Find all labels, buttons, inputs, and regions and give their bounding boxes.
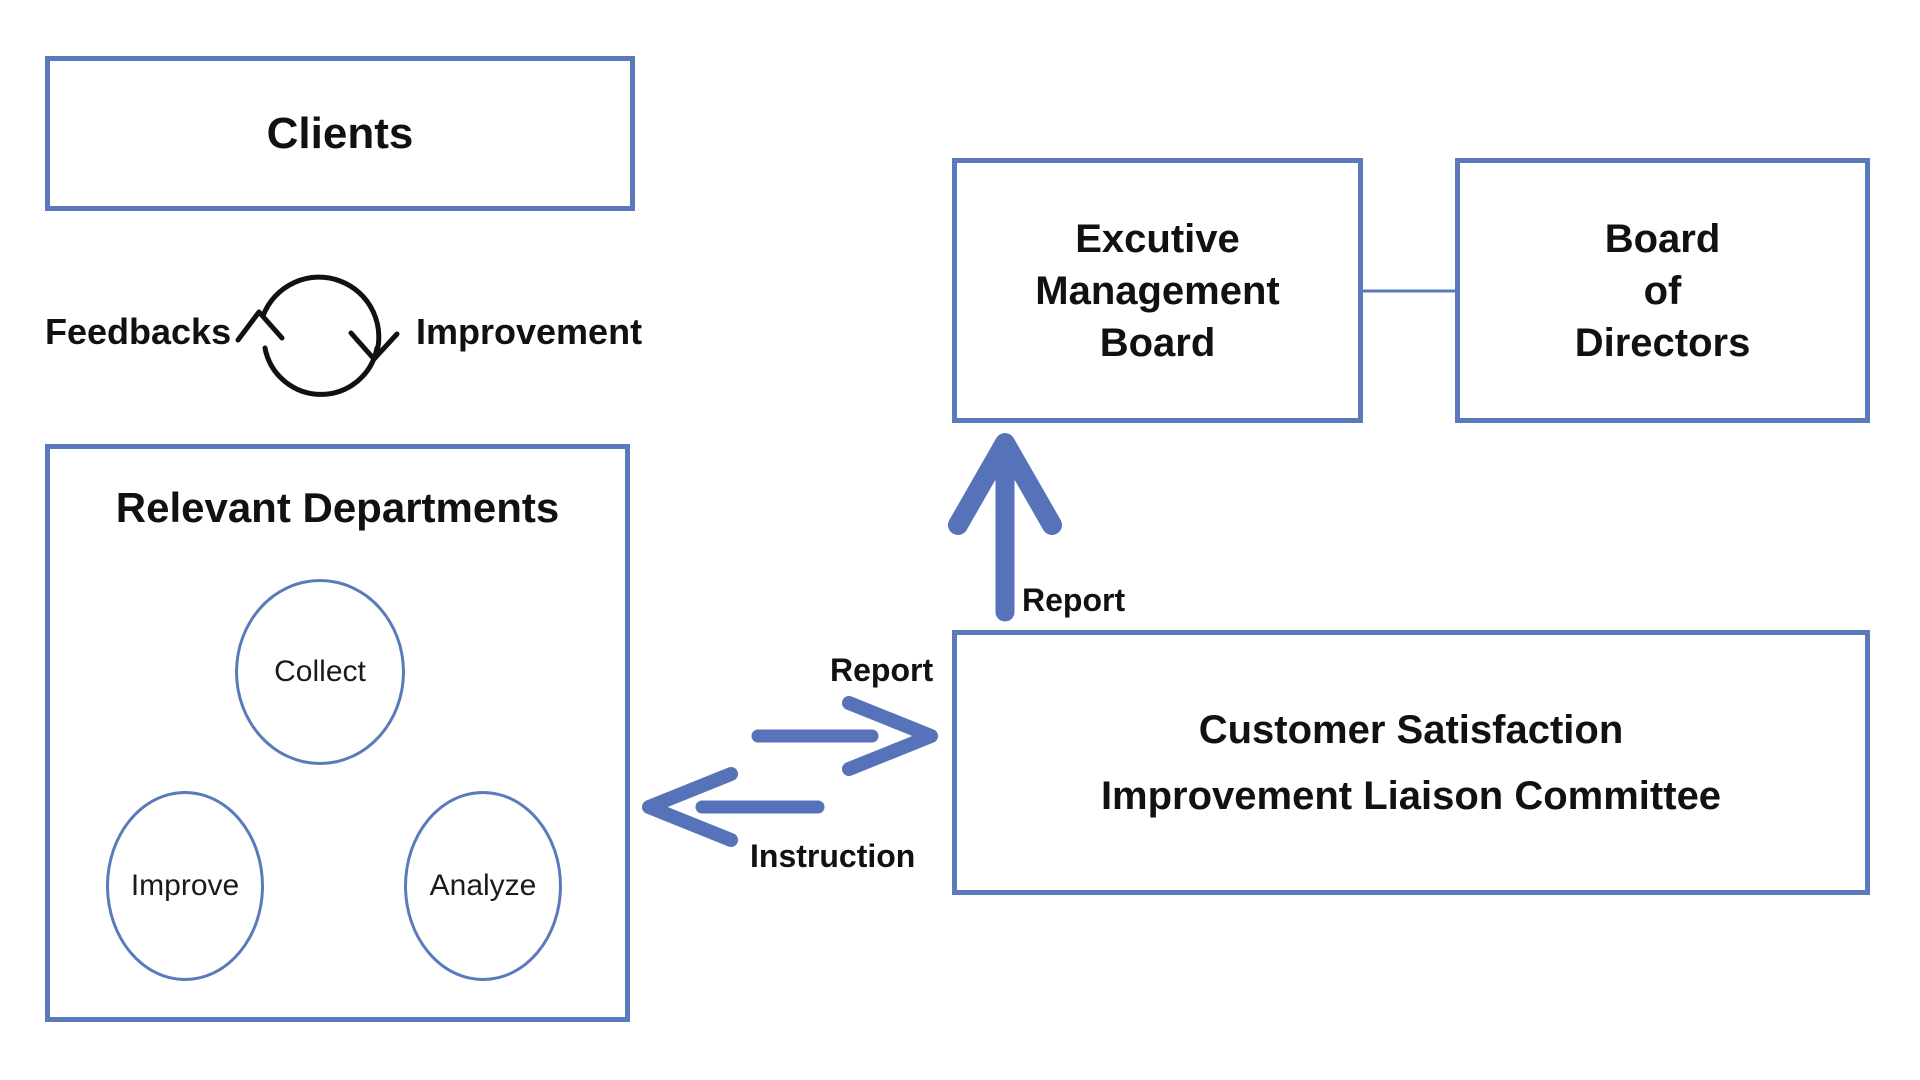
- instruction-left-arrow: [642, 767, 825, 847]
- bod-line-3: Directors: [1574, 320, 1751, 365]
- cycle-arrows-icon: [235, 274, 400, 397]
- collect-circle: Collect: [235, 579, 405, 765]
- committee-label: Customer Satisfaction Improvement Liaiso…: [1101, 697, 1721, 829]
- collect-label: Collect: [274, 655, 366, 688]
- executive-management-board-label: Excutive Management Board: [1035, 213, 1280, 369]
- clients-label: Clients: [266, 108, 414, 158]
- report-up-arrow: [948, 433, 1062, 622]
- analyze-label: Analyze: [429, 869, 537, 902]
- emb-line-1: Excutive: [1075, 216, 1240, 261]
- relevant-departments-title: Relevant Departments: [115, 484, 560, 531]
- committee-box: Customer Satisfaction Improvement Liaiso…: [952, 630, 1870, 895]
- instruction-label: Instruction: [750, 838, 916, 874]
- improve-circle: Improve: [106, 791, 264, 981]
- committee-line-1: Customer Satisfaction: [1198, 707, 1624, 752]
- board-of-directors-label: Board of Directors: [1575, 213, 1751, 369]
- committee-line-2: Improvement Liaison Committee: [1100, 773, 1722, 818]
- clients-box: Clients: [45, 56, 635, 211]
- improve-label: Improve: [130, 869, 240, 902]
- improvement-label: Improvement: [416, 311, 643, 352]
- emb-line-3: Board: [1099, 320, 1216, 365]
- report-right-arrow: [751, 696, 938, 776]
- board-of-directors-box: Board of Directors: [1455, 158, 1870, 423]
- report-up-label: Report: [1022, 582, 1126, 618]
- analyze-circle: Analyze: [404, 791, 562, 981]
- bod-line-2: of: [1643, 268, 1682, 313]
- bod-line-1: Board: [1604, 216, 1721, 261]
- report-right-label: Report: [830, 652, 934, 688]
- feedbacks-label: Feedbacks: [45, 311, 232, 352]
- emb-line-2: Management: [1035, 268, 1280, 313]
- executive-management-board-box: Excutive Management Board: [952, 158, 1363, 423]
